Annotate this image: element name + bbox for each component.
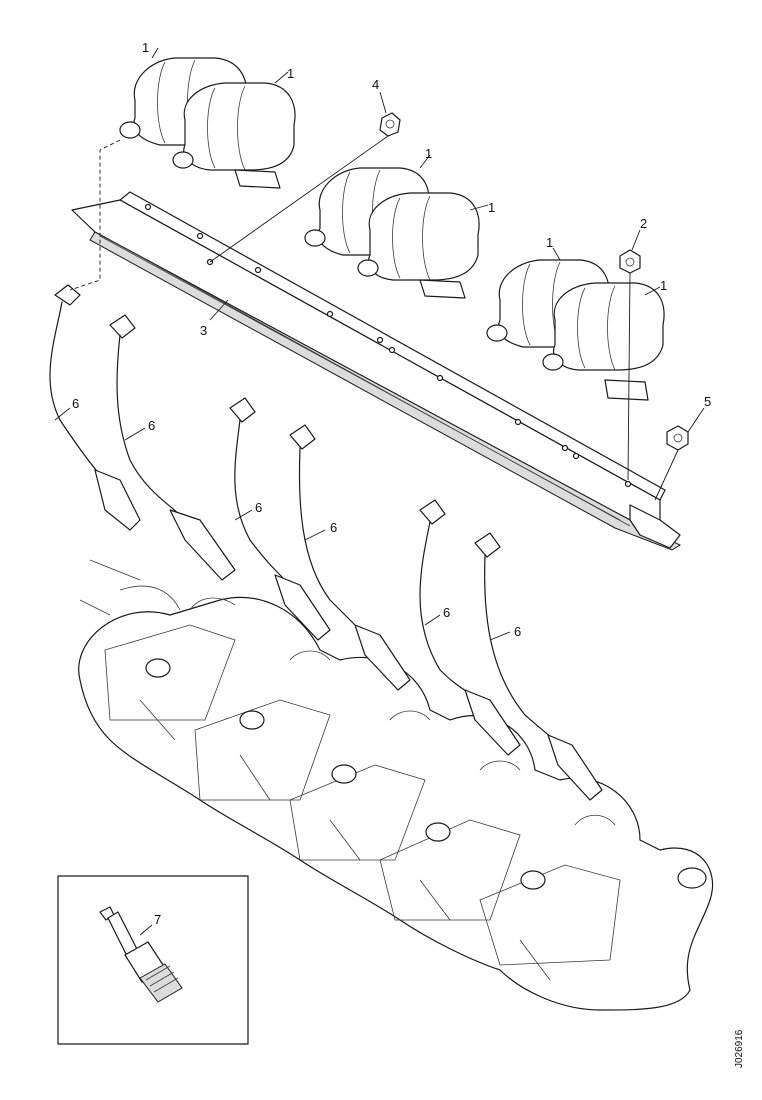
callout-2: 2 <box>640 216 647 231</box>
spark-plug-inset: 7 <box>57 875 249 1045</box>
coil-pair-3 <box>486 259 665 401</box>
callout-6a: 6 <box>72 396 79 411</box>
callout-7: 7 <box>154 912 161 927</box>
coil-pair-2 <box>304 167 480 299</box>
bracket-rail <box>71 191 682 551</box>
ignition-leads <box>49 284 603 801</box>
callout-1c: 1 <box>425 146 432 161</box>
callout-labels: 1 1 4 1 1 2 1 1 3 5 6 6 6 6 6 6 <box>72 40 711 639</box>
nut-2 <box>619 249 641 274</box>
engine-cover <box>78 559 714 1011</box>
callout-1f: 1 <box>660 278 667 293</box>
inset-frame <box>57 875 249 1045</box>
leader-lines <box>54 47 705 936</box>
callout-4: 4 <box>372 77 379 92</box>
callout-1b: 1 <box>287 66 294 81</box>
bolt-5 <box>666 425 689 451</box>
callout-1e: 1 <box>546 235 553 250</box>
callout-3: 3 <box>200 323 207 338</box>
callout-5: 5 <box>704 394 711 409</box>
bolt-4 <box>379 112 401 137</box>
figure-reference-code: J026916 <box>734 1029 745 1068</box>
spark-plug <box>99 906 183 1003</box>
callout-6b: 6 <box>148 418 155 433</box>
callout-1d: 1 <box>488 200 495 215</box>
coil-pair-1 <box>119 57 296 189</box>
callout-6f: 6 <box>514 624 521 639</box>
callout-1a: 1 <box>142 40 149 55</box>
callout-6c: 6 <box>255 500 262 515</box>
callout-6e: 6 <box>443 605 450 620</box>
callout-6d: 6 <box>330 520 337 535</box>
